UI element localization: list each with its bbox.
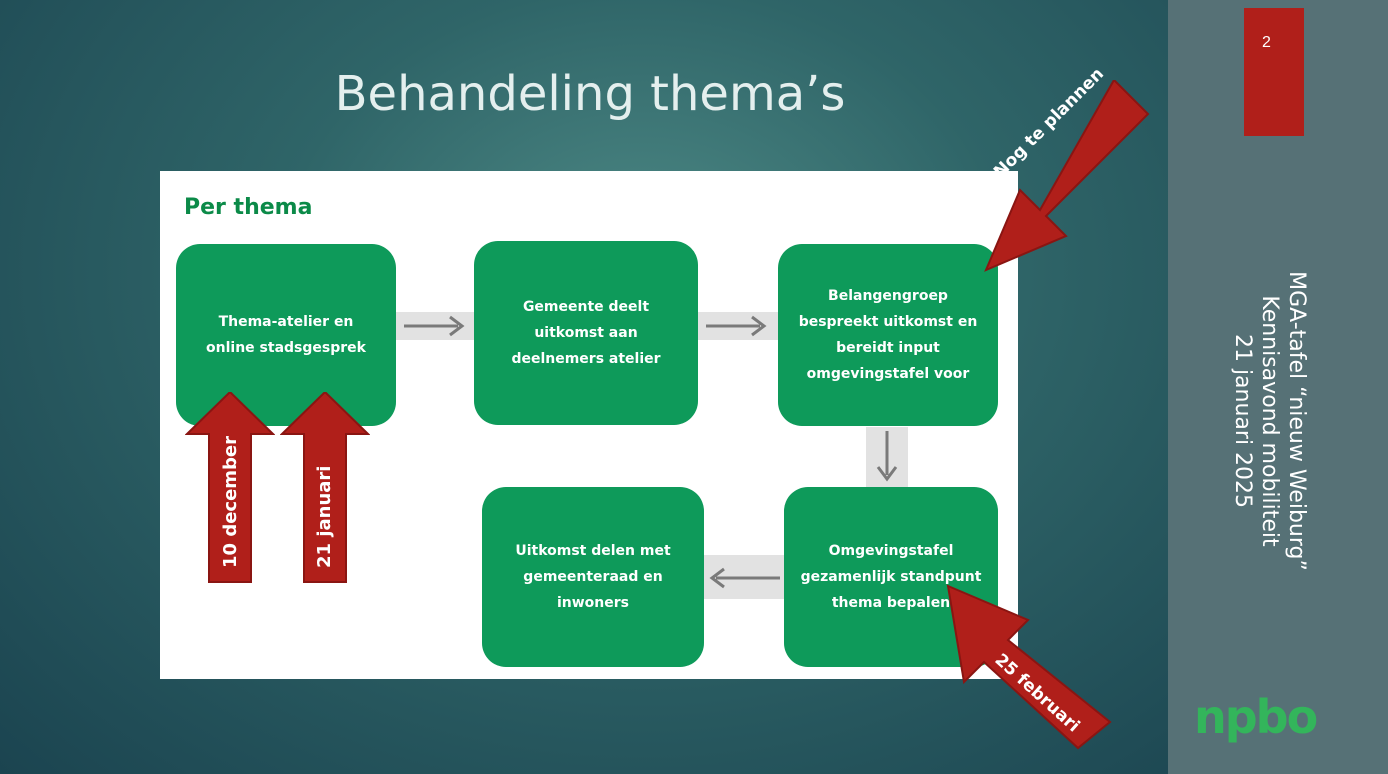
sidebar-caption: MGA-tafel “nieuw Weiburg” Kennisavond mo… (1200, 226, 1310, 616)
process-diagram: Per thema Thema-atelier en online stadsg… (160, 171, 1018, 679)
arrow-25-februari (944, 582, 1120, 750)
label-10-december: 10 december (220, 435, 241, 568)
step-belangengroep: Belangengroep bespreekt uitkomst en bere… (778, 244, 998, 426)
npbo-logo: npbo (1194, 690, 1318, 744)
diagram-heading: Per thema (184, 195, 313, 220)
step-gemeente-deelt: Gemeente deelt uitkomst aan deelnemers a… (474, 241, 698, 425)
sidebar-line-1: MGA-tafel “nieuw Weiburg” (1284, 271, 1309, 571)
arrow-21-januari (280, 392, 370, 584)
arrow-10-december (185, 392, 275, 584)
arrow-right-icon (706, 315, 767, 337)
sidebar-line-3: 21 januari 2025 (1230, 333, 1255, 509)
arrow-down-icon (876, 431, 898, 482)
page-number: 2 (1262, 34, 1271, 51)
step-uitkomst-delen: Uitkomst delen met gemeenteraad en inwon… (482, 487, 704, 667)
slide-title: Behandeling thema’s (334, 66, 846, 122)
label-21-januari: 21 januari (314, 465, 335, 568)
sidebar-line-2: Kennisavond mobiliteit (1257, 295, 1282, 547)
arrow-nog-te-plannen (982, 80, 1162, 275)
step-thema-atelier: Thema-atelier en online stadsgesprek (176, 244, 396, 426)
arrow-right-icon (404, 315, 465, 337)
page-number-tab (1244, 8, 1304, 136)
arrow-left-icon (709, 567, 780, 589)
